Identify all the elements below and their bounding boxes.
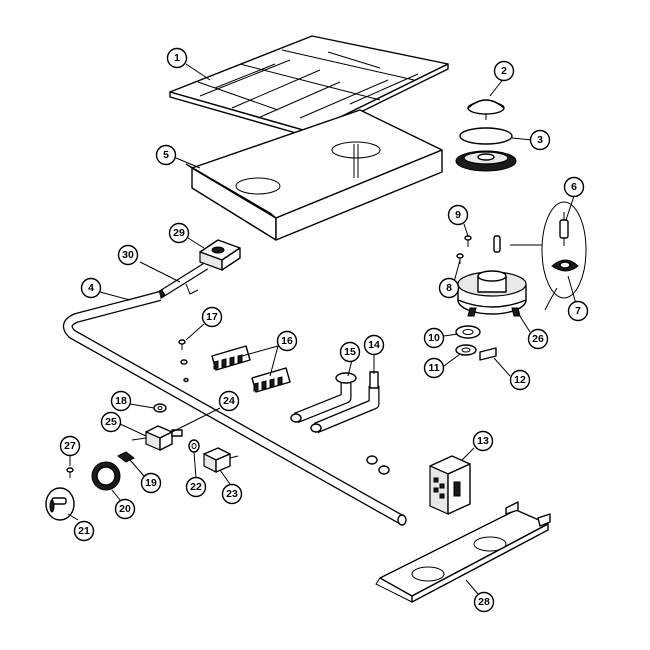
callout-24: 24 bbox=[218, 390, 240, 412]
bracket-14 bbox=[369, 371, 379, 389]
burner-cap bbox=[467, 99, 505, 120]
callout-16: 16 bbox=[276, 330, 298, 352]
washer-18 bbox=[153, 403, 167, 413]
svg-text:16: 16 bbox=[281, 335, 293, 347]
igniter-detail-circle bbox=[493, 201, 587, 311]
switch-23 bbox=[203, 447, 239, 473]
callout-9: 9 bbox=[447, 204, 469, 226]
svg-text:29: 29 bbox=[173, 227, 185, 239]
svg-text:1: 1 bbox=[174, 52, 180, 64]
svg-text:28: 28 bbox=[478, 596, 490, 608]
burner-tube-right bbox=[366, 347, 497, 475]
callout-29: 29 bbox=[168, 222, 190, 244]
callout-26: 26 bbox=[527, 328, 549, 350]
gasket-10 bbox=[455, 325, 481, 339]
svg-text:12: 12 bbox=[514, 374, 526, 386]
callout-22: 22 bbox=[185, 476, 207, 498]
gas-tube-30 bbox=[152, 262, 209, 301]
callout-8: 8 bbox=[438, 277, 460, 299]
burner-head bbox=[455, 127, 517, 172]
svg-text:27: 27 bbox=[64, 440, 76, 452]
callout-13: 13 bbox=[472, 430, 494, 452]
burner-base bbox=[457, 270, 527, 317]
callout-1: 1 bbox=[166, 47, 188, 69]
burner-grate bbox=[169, 35, 449, 138]
gasket-11 bbox=[455, 344, 477, 356]
svg-text:13: 13 bbox=[477, 435, 489, 447]
bottom-plate bbox=[375, 501, 551, 603]
svg-text:3: 3 bbox=[537, 134, 543, 146]
callouts: 1 2 3 4 5 6 7 8 9 10 11 12 13 14 15 bbox=[59, 47, 589, 613]
callout-17: 17 bbox=[201, 306, 223, 328]
callout-6: 6 bbox=[563, 176, 585, 198]
bezel-20 bbox=[91, 461, 121, 491]
callout-14: 14 bbox=[363, 334, 385, 356]
callout-15: 15 bbox=[339, 341, 361, 363]
svg-text:14: 14 bbox=[368, 339, 380, 351]
svg-text:5: 5 bbox=[163, 149, 169, 161]
callout-25: 25 bbox=[100, 411, 122, 433]
nut-22 bbox=[188, 439, 200, 453]
terminal-block bbox=[211, 345, 291, 393]
manifold-pipe bbox=[62, 291, 407, 526]
screw-17 bbox=[178, 339, 189, 383]
svg-text:7: 7 bbox=[575, 305, 581, 317]
svg-text:10: 10 bbox=[428, 332, 440, 344]
svg-text:19: 19 bbox=[145, 477, 157, 489]
valve-29 bbox=[199, 239, 241, 271]
valve-stem-19 bbox=[117, 451, 135, 463]
svg-text:22: 22 bbox=[190, 481, 202, 493]
callout-30: 30 bbox=[117, 244, 139, 266]
callout-18: 18 bbox=[110, 390, 132, 412]
callout-23: 23 bbox=[221, 483, 243, 505]
gas-valve bbox=[131, 425, 183, 451]
svg-text:20: 20 bbox=[119, 503, 131, 515]
screw-8 bbox=[456, 253, 464, 264]
svg-text:25: 25 bbox=[105, 416, 117, 428]
igniter bbox=[559, 212, 569, 246]
callout-12: 12 bbox=[509, 369, 531, 391]
svg-text:23: 23 bbox=[226, 488, 238, 500]
callout-2: 2 bbox=[493, 60, 515, 82]
callout-28: 28 bbox=[473, 591, 495, 613]
igniter-clip bbox=[551, 259, 579, 272]
svg-text:24: 24 bbox=[223, 395, 235, 407]
callout-11: 11 bbox=[423, 357, 445, 379]
callout-19: 19 bbox=[140, 472, 162, 494]
svg-text:4: 4 bbox=[88, 282, 94, 294]
screw-9 bbox=[464, 235, 472, 247]
svg-text:30: 30 bbox=[122, 249, 134, 261]
callout-21: 21 bbox=[73, 520, 95, 542]
svg-text:15: 15 bbox=[344, 346, 356, 358]
callout-4: 4 bbox=[80, 277, 102, 299]
svg-text:9: 9 bbox=[455, 209, 461, 221]
callout-20: 20 bbox=[114, 498, 136, 520]
control-knob bbox=[45, 487, 75, 521]
callout-27: 27 bbox=[59, 435, 81, 457]
svg-text:6: 6 bbox=[571, 181, 577, 193]
svg-text:11: 11 bbox=[428, 362, 439, 374]
svg-text:8: 8 bbox=[446, 282, 452, 294]
callout-5: 5 bbox=[155, 144, 177, 166]
svg-text:17: 17 bbox=[206, 311, 218, 323]
svg-text:18: 18 bbox=[115, 395, 127, 407]
spark-module bbox=[429, 455, 471, 515]
callout-7: 7 bbox=[567, 300, 589, 322]
burner-tube-left bbox=[290, 372, 380, 434]
burner-box bbox=[185, 109, 443, 241]
svg-text:26: 26 bbox=[532, 333, 544, 345]
screw-27 bbox=[66, 467, 74, 478]
svg-text:21: 21 bbox=[78, 525, 90, 537]
callout-3: 3 bbox=[529, 129, 551, 151]
callout-10: 10 bbox=[423, 327, 445, 349]
leader-lines bbox=[67, 63, 577, 595]
svg-text:2: 2 bbox=[501, 65, 507, 77]
